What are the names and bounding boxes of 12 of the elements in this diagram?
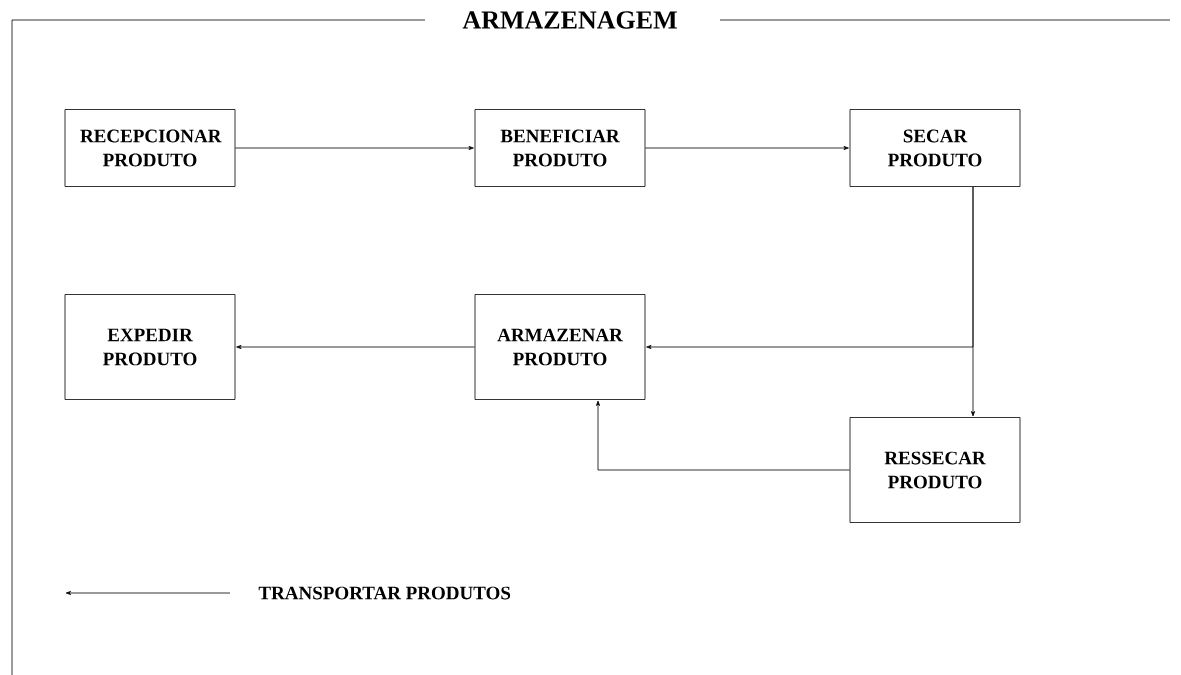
process-box: BENEFICIAR PRODUTO bbox=[474, 109, 646, 187]
process-box: ARMAZENAR PRODUTO bbox=[474, 294, 646, 400]
process-box: RESSECAR PRODUTO bbox=[849, 417, 1021, 523]
legend-text: TRANSPORTAR PRODUTOS bbox=[258, 586, 511, 600]
arrow bbox=[596, 400, 850, 471]
arrow bbox=[235, 146, 474, 150]
process-box: SECAR PRODUTO bbox=[849, 109, 1021, 187]
arrow bbox=[236, 345, 475, 349]
process-box: EXPEDIR PRODUTO bbox=[64, 294, 236, 400]
process-box: RECEPCIONAR PRODUTO bbox=[64, 109, 236, 187]
arrow bbox=[971, 186, 975, 417]
arrow bbox=[645, 146, 849, 150]
